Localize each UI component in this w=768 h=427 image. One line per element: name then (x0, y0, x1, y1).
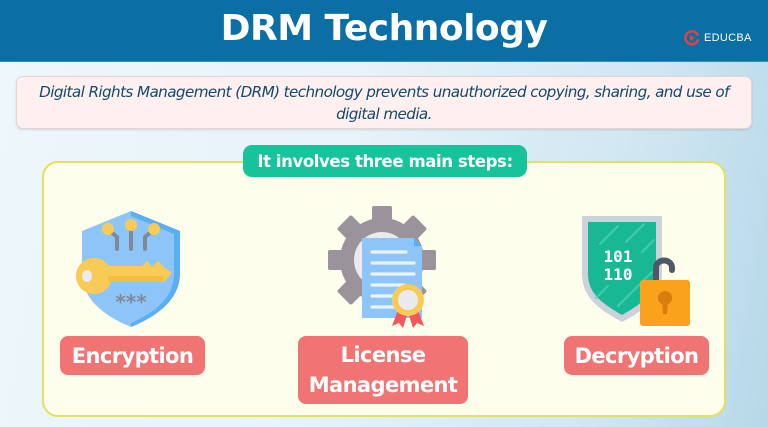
shield-key-icon: *** (76, 211, 180, 327)
step-decryption: Decryption (564, 336, 709, 375)
shield-binary-unlock-icon: 101 110 (582, 216, 690, 326)
binary-line-1: 101 (604, 247, 633, 266)
binary-line-2: 110 (604, 265, 633, 284)
brand-name: EDUCBA (704, 32, 752, 44)
header-banner: DRM Technology EDUCBA (0, 0, 768, 62)
gear-certificate-icon (328, 206, 436, 328)
asterisks: *** (115, 290, 147, 314)
description-box: Digital Rights Management (DRM) technolo… (16, 76, 752, 129)
steps-heading: It involves three main steps: (243, 145, 527, 177)
step-license-management: License Management (298, 336, 468, 404)
brand: EDUCBA (684, 29, 752, 47)
description-text: Digital Rights Management (DRM) technolo… (39, 82, 729, 123)
svg-text:***: *** (115, 290, 147, 314)
step-encryption: Encryption (60, 336, 205, 375)
page-title: DRM Technology (220, 8, 548, 49)
educba-logo-icon (684, 30, 700, 46)
